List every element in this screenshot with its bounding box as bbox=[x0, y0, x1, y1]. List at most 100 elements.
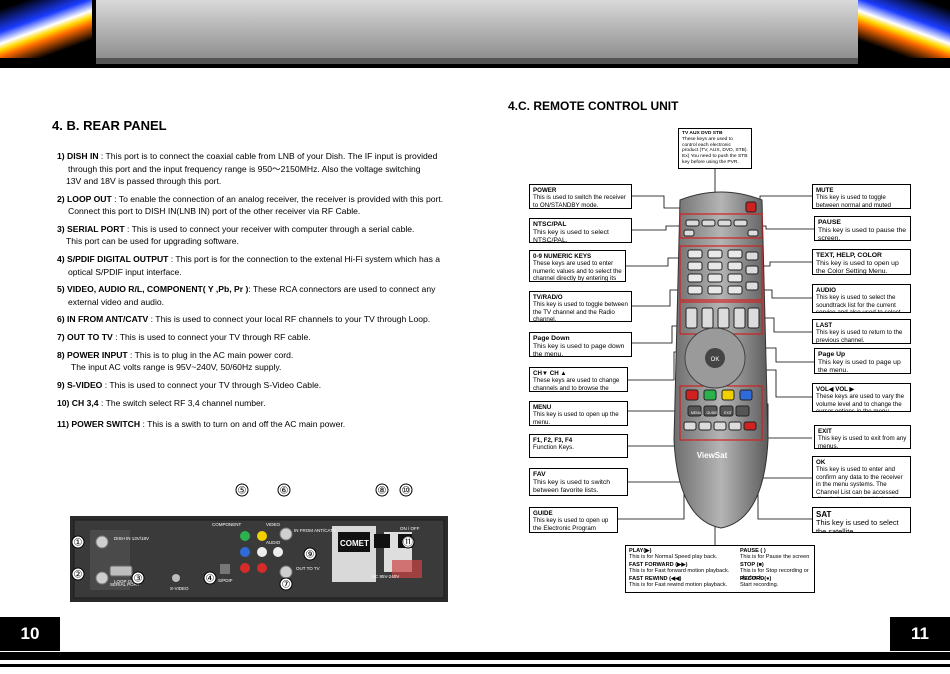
rear-panel-item-text: : To enable the connection of an analog … bbox=[111, 193, 444, 204]
rear-panel-item: 5) VIDEO, AUDIO R/L, COMPONENT( Y ,Pb, P… bbox=[57, 283, 457, 308]
remote-key bbox=[721, 389, 735, 401]
key-description-title: AUDIO bbox=[816, 287, 836, 294]
key-description-box: VOL◀ VOL ▶These keys are used to vary th… bbox=[812, 383, 911, 412]
remote-key bbox=[687, 249, 703, 259]
rear-panel-item-continuation: The input AC volts range is 95V~240V, 50… bbox=[71, 362, 282, 373]
playback-key-text: Start recording. bbox=[740, 582, 779, 589]
panel-callout-number: ⑥ bbox=[280, 486, 289, 497]
rear-panel-item: 8) POWER INPUT : This is to plug in the … bbox=[57, 349, 457, 374]
rear-panel-item-text: : This is used to connect your receiver … bbox=[124, 223, 415, 234]
rear-panel-item-text: : This port is to connect the coaxial ca… bbox=[98, 151, 438, 161]
panel-callout-bg bbox=[131, 571, 145, 585]
key-description-text: This key is used to page down the menu. bbox=[533, 343, 625, 357]
playback-key-text: This is for Fast forward motion playback… bbox=[629, 568, 730, 575]
label-component: COMPONENT bbox=[212, 522, 242, 527]
key-description-text: This key is used to select the soundtrac… bbox=[816, 294, 901, 313]
remote-key bbox=[733, 307, 746, 329]
label-comet: COMET bbox=[340, 539, 369, 548]
key-description-title: OK bbox=[816, 459, 826, 466]
loop-out-connector bbox=[95, 571, 109, 585]
rear-panel-item-text: : This port is for the connection to the… bbox=[168, 254, 441, 265]
remote-key bbox=[717, 219, 732, 227]
key-description-text: This is used to switch the receiver to O… bbox=[533, 194, 626, 209]
rear-panel-item-key: 2) LOOP OUT bbox=[57, 193, 112, 204]
label-serial: SERIAL PORT bbox=[110, 582, 140, 587]
rear-panel-item-text: : This is used to connect your local RF … bbox=[148, 314, 431, 325]
rainbow-corner-right bbox=[858, 0, 950, 58]
label-audio: AUDIO bbox=[266, 540, 281, 545]
remote-key bbox=[707, 273, 723, 283]
key-description-title: F1, F2, F3, F4 bbox=[533, 437, 573, 444]
remote-key bbox=[747, 307, 760, 329]
key-description-text: This key is used to select the satellite… bbox=[816, 518, 899, 533]
panel-callout-number: ① bbox=[74, 538, 83, 549]
remote-key bbox=[683, 421, 697, 431]
playback-key-entry: FAST FORWARD (▶▶)This is for Fast forwar… bbox=[629, 562, 729, 575]
key-description-text: This key is used to toggle between the T… bbox=[533, 301, 628, 322]
panel-callout-number: ⑨ bbox=[306, 550, 315, 561]
rear-panel-item-key: 8) POWER INPUT bbox=[57, 349, 128, 360]
key-description-title: LAST bbox=[816, 322, 833, 329]
rear-panel-item: 6) IN FROM ANT/CATV : This is used to co… bbox=[57, 313, 457, 326]
remote-key bbox=[745, 281, 759, 291]
key-description-title: MENU bbox=[533, 404, 552, 411]
rear-panel-item: 4) S/PDIF DIGITAL OUTPUT : This port is … bbox=[57, 253, 457, 278]
remote-key bbox=[707, 261, 723, 271]
remote-key bbox=[683, 229, 695, 237]
key-description-title: CH▼ CH ▲ bbox=[533, 370, 567, 377]
rear-panel-item-key: 11) POWER SWITCH bbox=[57, 419, 141, 430]
header-strip bbox=[96, 58, 858, 64]
remote-key bbox=[739, 389, 753, 401]
remote-key bbox=[719, 405, 734, 417]
key-description-text: This key is used to select NTSC/PAL. bbox=[533, 229, 609, 243]
key-description-title: Page Up bbox=[818, 351, 846, 358]
panel-callout-number: ⑩ bbox=[402, 486, 411, 497]
rear-panel-item-text: : This is a swith to turn on and off the… bbox=[140, 419, 346, 430]
remote-key bbox=[728, 421, 742, 431]
panel-callout-number: ⑦ bbox=[282, 580, 291, 591]
remote-key bbox=[701, 307, 714, 329]
rear-panel-item-key: 6) IN FROM ANT/CATV bbox=[57, 314, 149, 325]
rear-panel-item-text: : This is used to connect your TV throug… bbox=[102, 380, 322, 390]
panel-callout-bg bbox=[71, 535, 85, 549]
rainbow-corner-left bbox=[0, 0, 92, 58]
key-description-box: CH▼ CH ▲These keys are used to change ch… bbox=[529, 367, 628, 392]
remote-key bbox=[745, 251, 759, 261]
key-description-box: Page Down This key is used to page down … bbox=[529, 332, 632, 357]
rear-panel-item: 9) S-VIDEO : This is used to connect you… bbox=[57, 379, 457, 392]
remote-key bbox=[727, 285, 743, 295]
panel-callout-bg bbox=[401, 535, 415, 549]
key-description-title: GUIDE bbox=[533, 510, 553, 517]
key-description-title: TV/RAD/O bbox=[533, 294, 563, 301]
panel-callout-bg bbox=[303, 547, 317, 561]
panel-callout-number: ⑪ bbox=[403, 537, 413, 549]
playback-key-text: This is for Stop recording or playback. bbox=[740, 568, 809, 581]
rear-panel-item-continuation: This port can be used for upgrading soft… bbox=[66, 236, 239, 247]
remote-key bbox=[685, 219, 700, 227]
page-number-right: 11 bbox=[890, 617, 950, 651]
tv-connector bbox=[279, 565, 293, 579]
key-description-title: SAT bbox=[816, 510, 832, 519]
remote-key bbox=[743, 421, 757, 431]
rear-panel-title: 4. B. REAR PANEL bbox=[52, 118, 167, 133]
key-description-text: These keys are used to vary the volume l… bbox=[816, 393, 905, 412]
key-description-text: This key is used to page up the menu. bbox=[818, 359, 901, 374]
key-description-title: Page Down bbox=[533, 335, 570, 342]
panel-callout-number: ③ bbox=[134, 574, 143, 585]
key-description-text: This key is used to toggle between norma… bbox=[816, 194, 891, 209]
key-description-title: NTSC/PAL bbox=[533, 221, 567, 228]
key-description-title: POWER bbox=[533, 187, 557, 194]
device-keys-title: TV AUX DVD STB bbox=[682, 131, 723, 136]
remote-key bbox=[703, 405, 718, 417]
rear-panel-item: 7) OUT TO TV : This is used to connect y… bbox=[57, 331, 457, 344]
panel-callout-number: ④ bbox=[206, 574, 215, 585]
key-description-title: MUTE bbox=[816, 187, 834, 194]
remote-key bbox=[727, 261, 743, 271]
playback-key-text: This is for Fast rewind motion playback. bbox=[629, 582, 728, 589]
panel-callout-number: ⑤ bbox=[238, 486, 247, 497]
